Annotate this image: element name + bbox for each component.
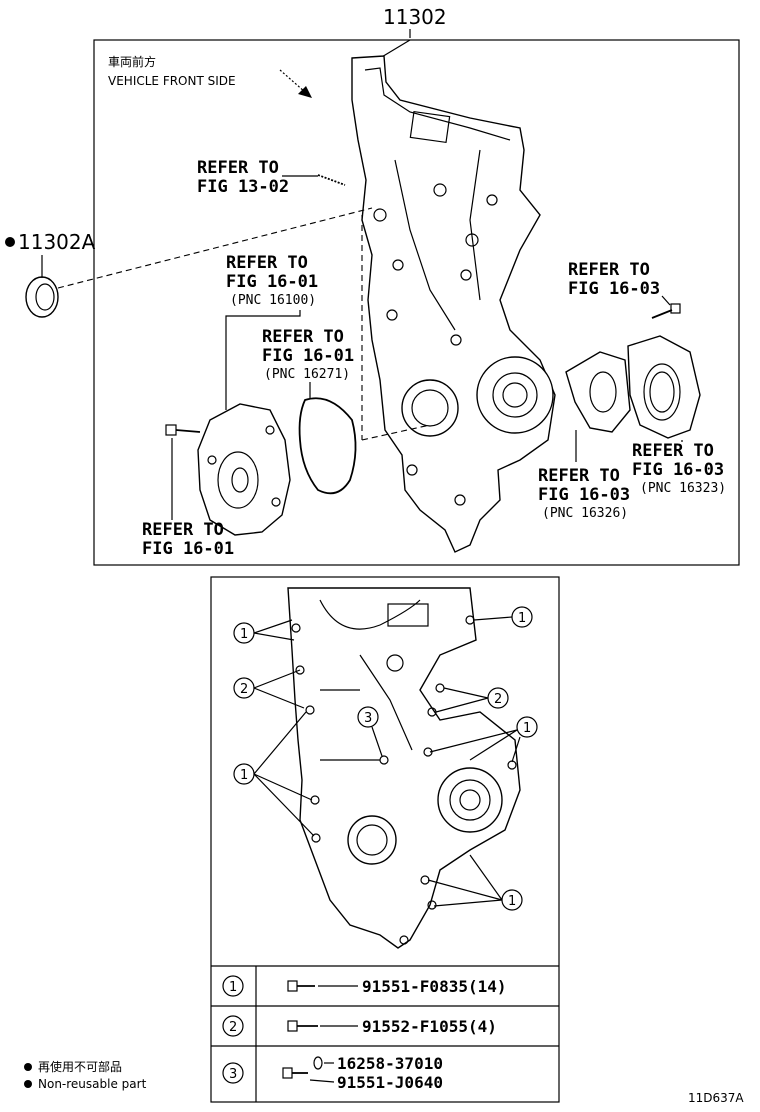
callout-2-left: 2: [233, 669, 305, 709]
svg-text:REFER TO: REFER TO: [226, 253, 308, 273]
svg-text:1: 1: [508, 894, 516, 909]
svg-text:REFER TO: REFER TO: [142, 520, 224, 540]
non-reusable-dot-icon: [24, 1063, 32, 1071]
svg-text:FIG 16-01: FIG 16-01: [142, 539, 234, 559]
bolt-table-row-3: 3 16258-37010 91551-J0640: [222, 1054, 443, 1092]
svg-text:(PNC 16271): (PNC 16271): [264, 367, 350, 382]
water-pump-gasket: [298, 397, 357, 495]
callout-1-mid-right: 1: [429, 716, 538, 763]
legend: 再使用不可部品 Non-reusable part: [24, 1059, 147, 1091]
inlet-gasket: [565, 351, 631, 433]
refer-label-fig-16-01-bolt: REFER TO FIG 16-01: [142, 438, 234, 559]
direction-arrow-icon: [279, 69, 312, 98]
svg-text:1: 1: [523, 721, 531, 736]
svg-text:Non-reusable part: Non-reusable part: [38, 1077, 147, 1091]
svg-text:1: 1: [518, 611, 526, 626]
vehicle-front-en: VEHICLE FRONT SIDE: [108, 74, 236, 88]
svg-text:2: 2: [494, 692, 502, 707]
part-number: 91551-F0835(14): [362, 977, 507, 996]
bolt-table-row-1: 1 91551-F0835(14): [222, 975, 507, 997]
timing-chain-cover: [351, 55, 556, 553]
vehicle-front-jp: 車両前方: [108, 54, 156, 69]
svg-text:(PNC 16323): (PNC 16323): [640, 481, 726, 496]
svg-text:(PNC 16100): (PNC 16100): [230, 293, 316, 308]
part-number: 91552-F1055(4): [362, 1017, 497, 1036]
svg-text:FIG 16-03: FIG 16-03: [538, 485, 630, 505]
stud-bolt-icon: [317, 174, 346, 186]
bolt-layout-frame: [210, 576, 560, 1103]
oil-seal-icon: [25, 276, 59, 318]
bolt-with-washer-icon: [282, 1056, 323, 1079]
water-inlet-housing: [627, 335, 701, 439]
refer-label-pnc-16100: REFER TO FIG 16-01 (PNC 16100): [225, 253, 318, 410]
part-number: 16258-37010: [337, 1054, 443, 1073]
svg-text:REFER TO: REFER TO: [262, 327, 344, 347]
refer-label-fig-16-03-bolt: REFER TO FIG 16-03: [568, 260, 671, 306]
pump-bolt-icon: [165, 424, 201, 436]
callout-3: 3: [357, 706, 383, 757]
svg-text:FIG 16-03: FIG 16-03: [568, 279, 660, 299]
svg-text:REFER TO: REFER TO: [538, 466, 620, 486]
non-reusable-dot-icon: [24, 1080, 32, 1088]
bolt-table: 1 91551-F0835(14) 2 91552-F1055(4) 3: [211, 965, 559, 1102]
svg-text:REFER TO: REFER TO: [197, 158, 279, 178]
figure-code: 11D637A: [688, 1091, 744, 1105]
non-reusable-dot-icon: [5, 237, 15, 247]
svg-text:2: 2: [229, 1020, 237, 1035]
svg-text:FIG 13-02: FIG 13-02: [197, 177, 289, 197]
main-part-number: 11302: [383, 5, 447, 29]
bolt-layout-cover: [287, 587, 521, 949]
svg-text:2: 2: [240, 682, 248, 697]
svg-text:REFER TO: REFER TO: [568, 260, 650, 280]
callout-1-top-right: 1: [473, 606, 533, 628]
svg-text:FIG 16-01: FIG 16-01: [262, 346, 354, 366]
svg-text:(PNC 16326): (PNC 16326): [542, 506, 628, 521]
refer-label-pnc-16323: REFER TO FIG 16-03 (PNC 16323): [632, 440, 726, 496]
refer-label-fig-13-02: REFER TO FIG 13-02: [197, 158, 318, 197]
svg-text:1: 1: [240, 768, 248, 783]
callout-1-bottom-right: 1: [427, 854, 523, 911]
top-frame: [93, 39, 740, 566]
bolt-table-row-2: 2 91552-F1055(4): [222, 1015, 497, 1037]
svg-text:3: 3: [364, 711, 372, 726]
svg-text:REFER TO: REFER TO: [632, 441, 714, 461]
part-number: 91551-J0640: [337, 1073, 443, 1092]
seal-part-number: 11302A: [18, 230, 96, 254]
bolt-icon: [287, 1020, 318, 1032]
svg-text:1: 1: [229, 980, 237, 995]
callout-1-top-left: 1: [233, 619, 295, 644]
callout-2-right: 2: [435, 687, 509, 713]
refer-label-pnc-16326: REFER TO FIG 16-03 (PNC 16326): [538, 430, 630, 521]
inlet-bolt-icon: [651, 303, 681, 319]
svg-text:3: 3: [229, 1067, 237, 1082]
svg-text:FIG 16-03: FIG 16-03: [632, 460, 724, 480]
water-pump: [197, 403, 291, 536]
bolt-icon: [287, 980, 315, 992]
callout-1-mid-left: 1: [233, 711, 315, 837]
svg-text:FIG 16-01: FIG 16-01: [226, 272, 318, 292]
refer-label-pnc-16271: REFER TO FIG 16-01 (PNC 16271): [262, 327, 354, 398]
svg-text:1: 1: [240, 627, 248, 642]
svg-text:再使用不可部品: 再使用不可部品: [38, 1059, 122, 1074]
